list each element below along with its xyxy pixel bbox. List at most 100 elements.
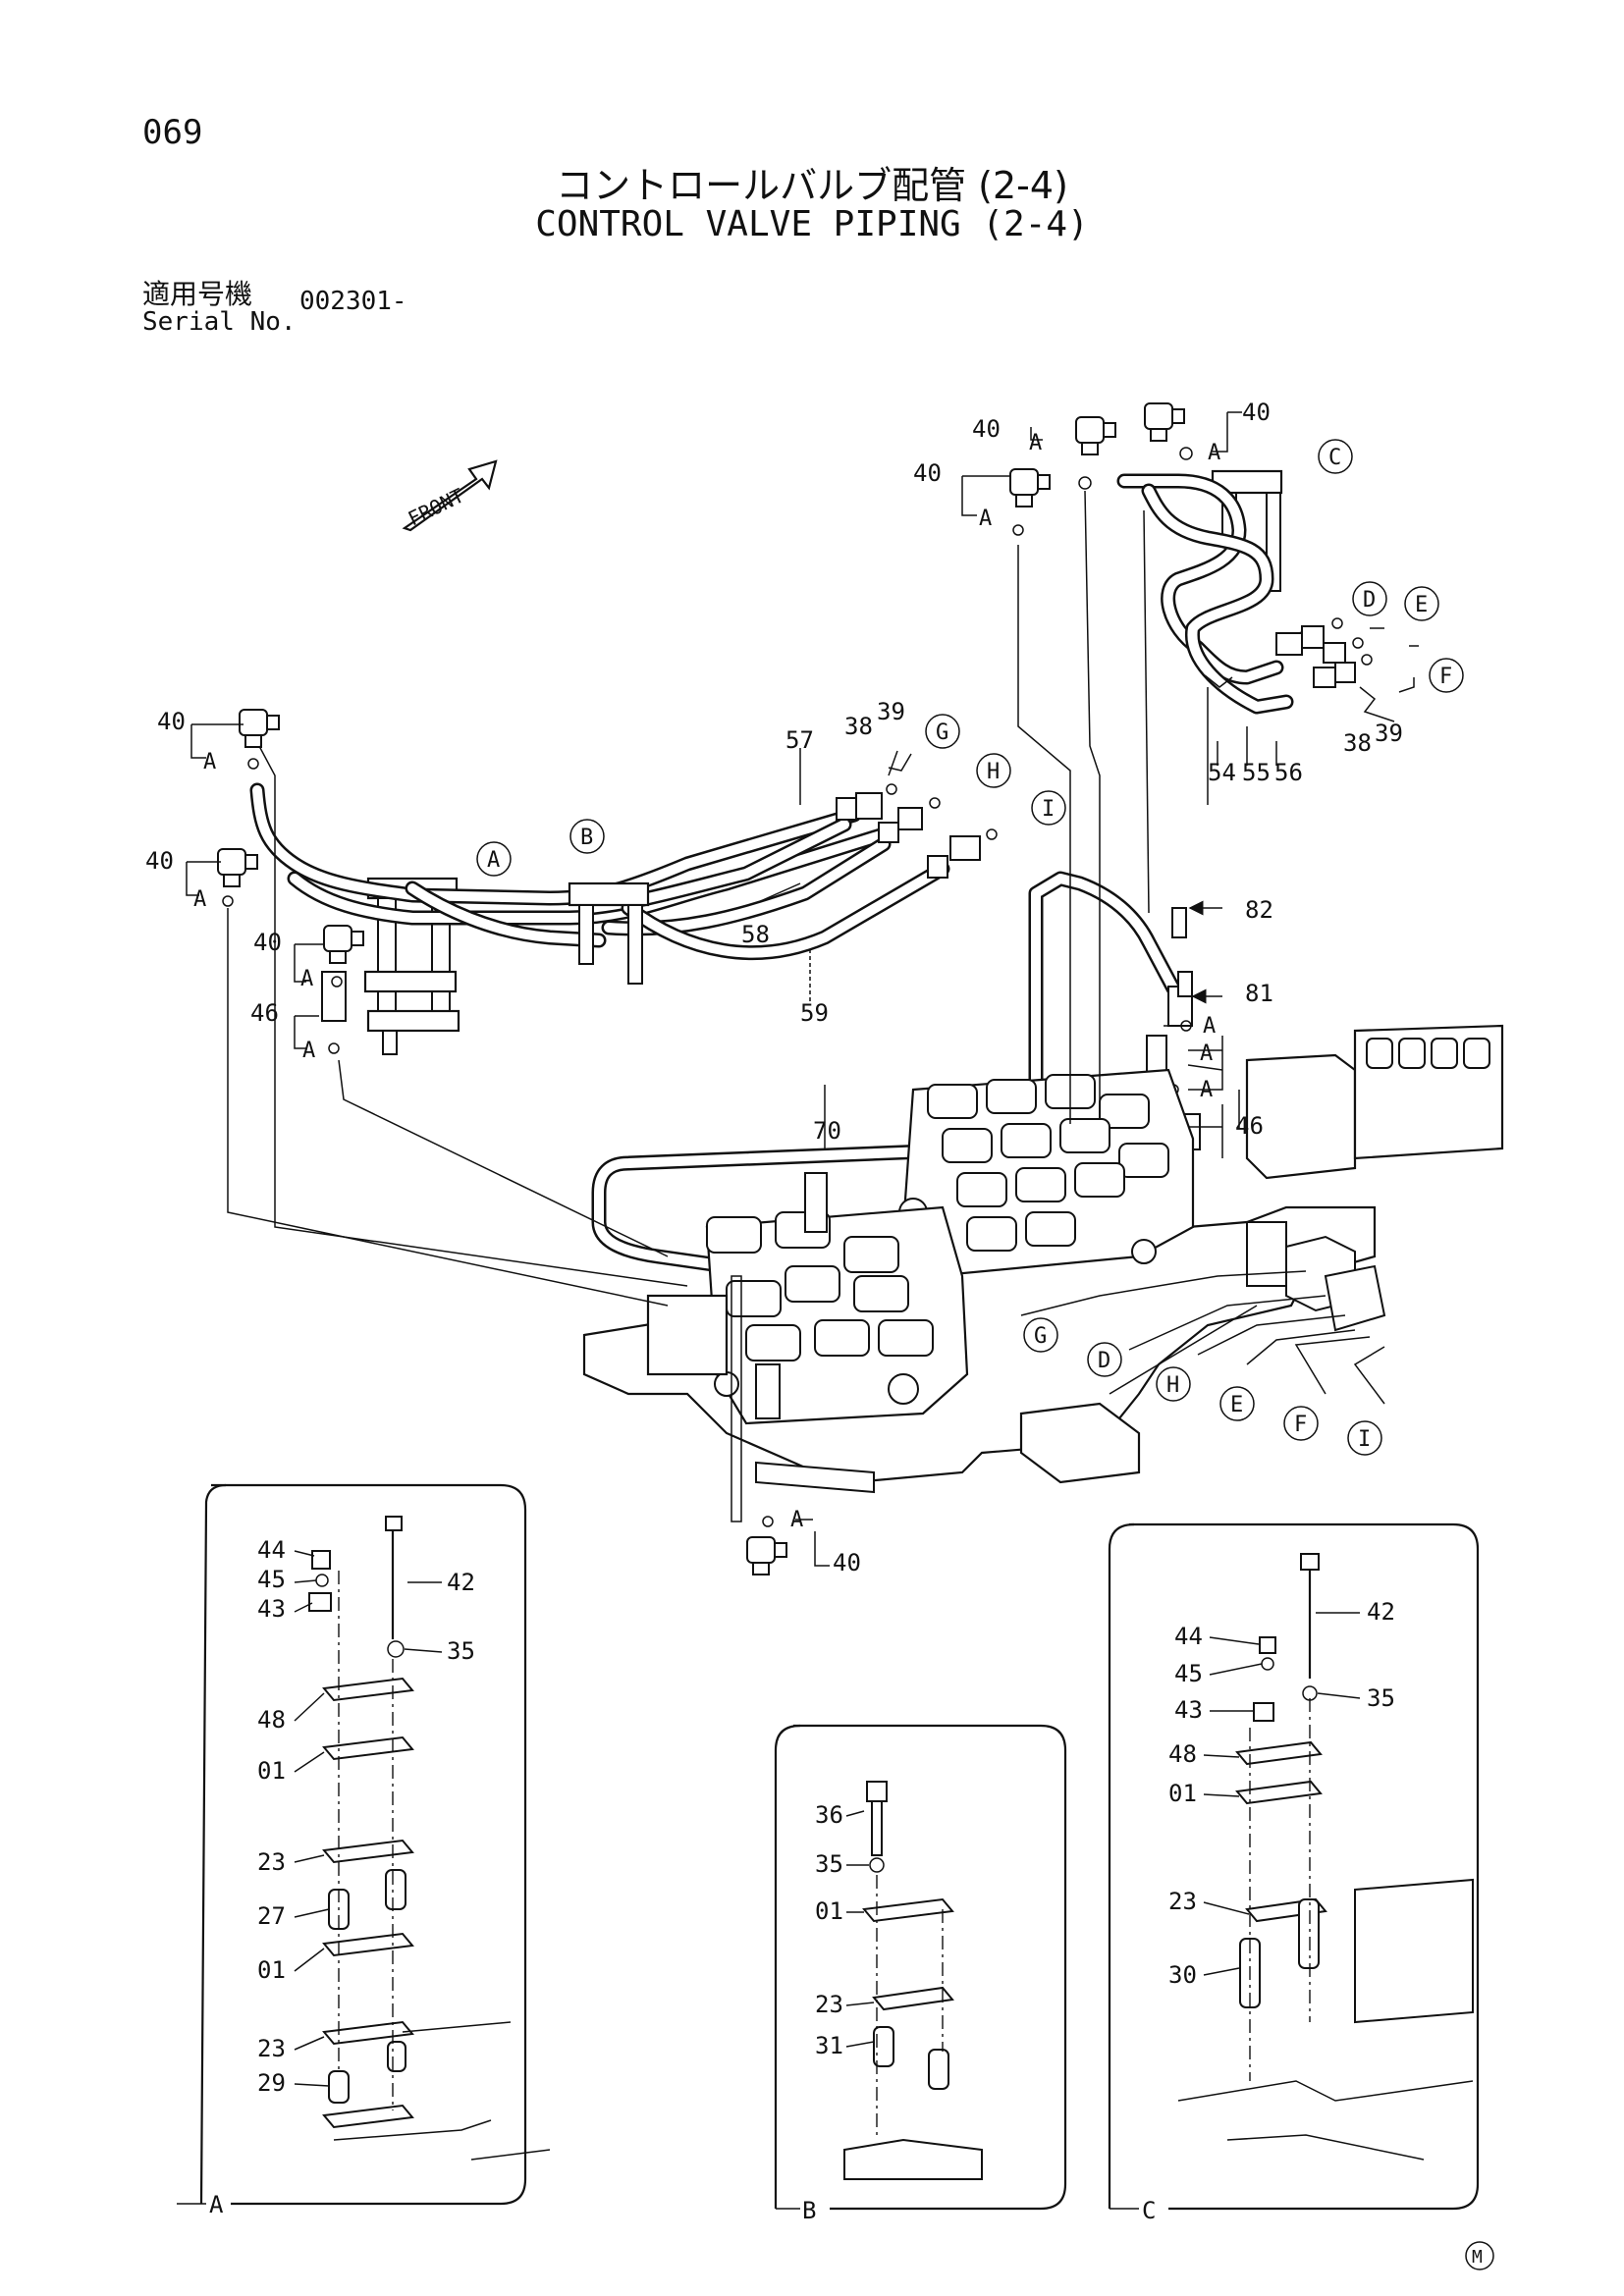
callout-circles: A B C D E F G H I G D H E F I bbox=[476, 439, 1464, 1456]
letter-label: A bbox=[1200, 1041, 1213, 1066]
serial-number-value: 002301- bbox=[299, 287, 407, 316]
part-label: 39 bbox=[877, 698, 905, 725]
callout-d: D bbox=[1352, 581, 1387, 616]
part-label: 58 bbox=[741, 921, 770, 948]
footer-mark-icon: M bbox=[1465, 2241, 1494, 2270]
svg-text:35: 35 bbox=[1367, 1684, 1395, 1712]
part-label: 38 bbox=[844, 713, 873, 740]
part-label: 46 bbox=[1235, 1112, 1264, 1140]
detail-b-panel: B 36 35 01 23 31 bbox=[774, 1724, 1067, 2224]
part-label: 54 bbox=[1208, 759, 1236, 786]
page-title-japanese: コントロールバルブ配管 (2-4) bbox=[556, 164, 1068, 207]
svg-text:23: 23 bbox=[257, 1848, 286, 1876]
svg-text:44: 44 bbox=[257, 1536, 286, 1564]
callout-d-lower: D bbox=[1087, 1342, 1122, 1377]
letter-label: A bbox=[1029, 431, 1042, 455]
part-label: 70 bbox=[813, 1117, 841, 1145]
part-label: 40 bbox=[157, 708, 186, 735]
svg-text:30: 30 bbox=[1168, 1961, 1197, 1989]
svg-text:48: 48 bbox=[257, 1706, 286, 1734]
svg-text:01: 01 bbox=[257, 1757, 286, 1785]
callout-h-lower: H bbox=[1156, 1366, 1191, 1402]
part-label: 40 bbox=[913, 459, 942, 487]
detail-a-panel: A 44 45 43 42 35 48 01 bbox=[177, 1483, 551, 2218]
part-label: 40 bbox=[972, 415, 1001, 443]
svg-text:35: 35 bbox=[815, 1850, 843, 1878]
part-label: 82 bbox=[1245, 896, 1273, 924]
svg-text:E: E bbox=[1230, 1393, 1243, 1417]
svg-text:F: F bbox=[1294, 1413, 1307, 1437]
svg-text:A: A bbox=[487, 848, 500, 873]
svg-text:27: 27 bbox=[257, 1902, 286, 1930]
svg-text:43: 43 bbox=[1174, 1696, 1203, 1724]
callout-a: A bbox=[476, 841, 512, 877]
serial-label-japanese: 適用号機 bbox=[142, 278, 253, 310]
callout-g-lower: G bbox=[1023, 1317, 1058, 1353]
letter-label: A bbox=[302, 1039, 315, 1063]
detail-caption: A bbox=[209, 2191, 224, 2218]
letter-label: A bbox=[979, 507, 992, 531]
svg-text:G: G bbox=[936, 721, 948, 745]
svg-text:H: H bbox=[987, 760, 1000, 784]
svg-text:D: D bbox=[1098, 1349, 1110, 1373]
label-brackets bbox=[186, 411, 1419, 1567]
part-label: 38 bbox=[1343, 729, 1372, 757]
svg-text:01: 01 bbox=[815, 1897, 843, 1925]
page-title-english: CONTROL VALVE PIPING (2-4) bbox=[535, 204, 1089, 244]
part-label: 40 bbox=[253, 929, 282, 956]
page-number: 069 bbox=[142, 113, 203, 152]
svg-text:B: B bbox=[580, 826, 593, 850]
part-label: 46 bbox=[250, 999, 279, 1027]
svg-text:F: F bbox=[1439, 665, 1452, 689]
part-label: 55 bbox=[1242, 759, 1271, 786]
callout-e: E bbox=[1404, 586, 1439, 621]
svg-text:H: H bbox=[1166, 1373, 1179, 1398]
svg-text:31: 31 bbox=[815, 2032, 843, 2059]
detail-caption: C bbox=[1142, 2197, 1156, 2224]
svg-text:G: G bbox=[1034, 1324, 1047, 1349]
svg-text:23: 23 bbox=[1168, 1888, 1197, 1915]
svg-text:23: 23 bbox=[815, 1991, 843, 2018]
svg-text:45: 45 bbox=[1174, 1660, 1203, 1687]
svg-text:M: M bbox=[1472, 2247, 1483, 2268]
svg-text:E: E bbox=[1415, 593, 1428, 617]
part-label: 57 bbox=[785, 726, 814, 754]
svg-text:42: 42 bbox=[447, 1569, 475, 1596]
callout-e-lower: E bbox=[1219, 1386, 1255, 1421]
callout-g: G bbox=[925, 714, 960, 749]
svg-text:44: 44 bbox=[1174, 1623, 1203, 1650]
detail-c-labels: 42 44 45 35 43 48 01 23 30 bbox=[1168, 1598, 1395, 1989]
part-label: 40 bbox=[1242, 399, 1271, 426]
part-label: 40 bbox=[833, 1549, 861, 1576]
callout-i: I bbox=[1031, 790, 1066, 826]
letter-label: A bbox=[193, 887, 206, 912]
letter-label: A bbox=[790, 1508, 803, 1532]
left-pipe-assembly bbox=[217, 709, 892, 1055]
svg-text:I: I bbox=[1358, 1427, 1371, 1452]
svg-text:43: 43 bbox=[257, 1595, 286, 1623]
letter-label: A bbox=[300, 967, 313, 991]
callout-f: F bbox=[1429, 658, 1464, 693]
svg-text:48: 48 bbox=[1168, 1740, 1197, 1768]
letter-label: A bbox=[1203, 1014, 1216, 1039]
part-label: 39 bbox=[1375, 720, 1403, 747]
svg-text:42: 42 bbox=[1367, 1598, 1395, 1626]
detail-c-panel: C 42 44 45 35 43 48 01 23 30 bbox=[1108, 1522, 1480, 2224]
svg-text:D: D bbox=[1363, 588, 1376, 613]
part-number-labels: 40 40 40 40 40 40 46 40 46 82 81 38 39 3… bbox=[145, 399, 1403, 1576]
detail-a-labels: 44 45 43 42 35 48 01 23 27 01 23 29 bbox=[257, 1536, 475, 2097]
svg-text:45: 45 bbox=[257, 1566, 286, 1593]
svg-text:29: 29 bbox=[257, 2069, 286, 2097]
svg-text:01: 01 bbox=[257, 1956, 286, 1984]
letter-label: A bbox=[203, 750, 216, 774]
detail-caption: B bbox=[802, 2197, 816, 2224]
part-label: 81 bbox=[1245, 980, 1273, 1007]
svg-text:35: 35 bbox=[447, 1637, 475, 1665]
callout-f-lower: F bbox=[1283, 1406, 1319, 1441]
leader-lines bbox=[227, 490, 1415, 1405]
serial-label-english: Serial No. bbox=[142, 307, 297, 337]
svg-text:23: 23 bbox=[257, 2035, 286, 2062]
front-label: FRONT bbox=[405, 484, 468, 531]
svg-text:36: 36 bbox=[815, 1801, 843, 1829]
